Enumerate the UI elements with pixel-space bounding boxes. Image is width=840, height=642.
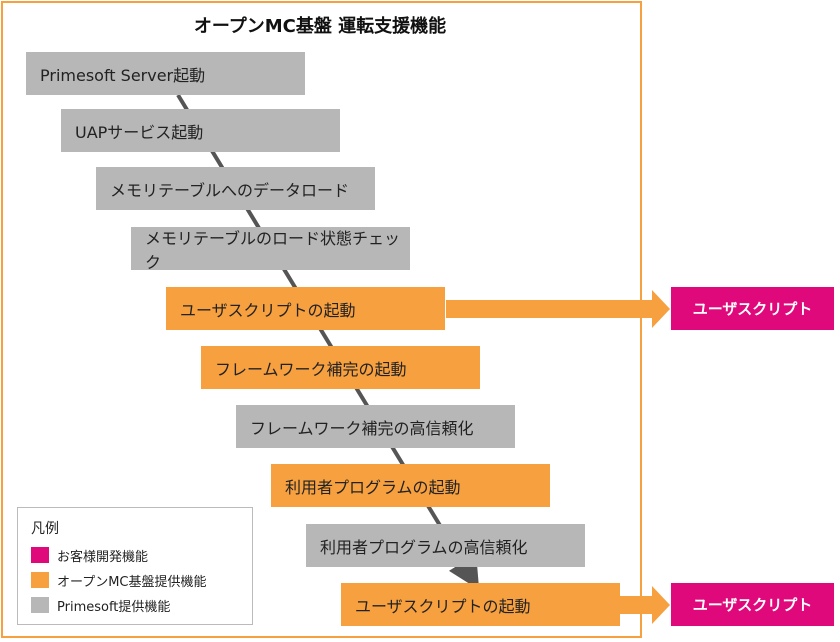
legend-label: Primesoft提供機能 (57, 599, 171, 615)
user-script-box: ユーザスクリプト (671, 287, 834, 330)
user-script-arrow (446, 290, 670, 328)
step-memory-table-load: メモリテーブルへのデータロード (96, 167, 375, 210)
step-framework-start: フレームワーク補完の起動 (201, 346, 480, 389)
step-label: メモリテーブルのロード状態チェック (145, 228, 401, 272)
step-label: フレームワーク補完の高信頼化 (250, 418, 474, 438)
step-label: Primesoft Server起動 (40, 65, 206, 85)
legend-label: お客様開発機能 (57, 549, 149, 565)
step-primesoft-server-start: Primesoft Server起動 (26, 52, 305, 95)
step-label: ユーザスクリプトの起動 (180, 300, 356, 320)
legend-item: オープンMC基盤提供機能 (31, 571, 207, 590)
user-script-box: ユーザスクリプト (671, 583, 834, 626)
step-user-script-start-final: ユーザスクリプトの起動 (341, 583, 620, 626)
diagram-title: オープンMC基盤 運転支援機能 (193, 16, 447, 37)
user-script-arrow (620, 586, 670, 624)
legend-swatch (31, 597, 49, 613)
step-user-program-start: 利用者プログラムの起動 (271, 464, 550, 507)
step-memory-table-check: メモリテーブルのロード状態チェック (131, 227, 410, 272)
legend-label: オープンMC基盤提供機能 (57, 574, 207, 590)
step-framework-reliability: フレームワーク補完の高信頼化 (236, 405, 515, 448)
step-label: フレームワーク補完の起動 (215, 359, 407, 379)
step-label: UAPサービス起動 (75, 122, 204, 142)
step-uap-service-start: UAPサービス起動 (61, 109, 340, 152)
step-label: 利用者プログラムの高信頼化 (320, 537, 528, 557)
step-label: メモリテーブルへのデータロード (110, 180, 350, 200)
step-user-script-start: ユーザスクリプトの起動 (166, 287, 445, 330)
step-label: 利用者プログラムの起動 (285, 477, 461, 497)
step-user-program-reliability: 利用者プログラムの高信頼化 (306, 524, 585, 567)
diagram-frame (1, 1, 642, 638)
legend-item: お客様開発機能 (31, 546, 149, 565)
step-label: ユーザスクリプトの起動 (355, 596, 531, 616)
legend: 凡例 お客様開発機能 オープンMC基盤提供機能 Primesoft提供機能 (17, 507, 253, 625)
legend-title: 凡例 (31, 521, 59, 537)
legend-swatch (31, 572, 49, 588)
legend-item: Primesoft提供機能 (31, 596, 171, 615)
legend-swatch (31, 547, 49, 563)
